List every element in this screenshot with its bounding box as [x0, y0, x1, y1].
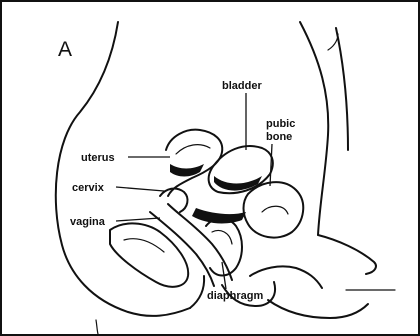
label-diaphragm: diaphragm — [207, 290, 263, 302]
label-pubic-bone-line2: bone — [266, 131, 292, 143]
label-vagina: vagina — [70, 216, 106, 228]
label-cervix: cervix — [72, 182, 105, 194]
panel-letter: A — [58, 38, 72, 61]
label-uterus: uterus — [81, 152, 115, 164]
label-bladder: bladder — [222, 80, 262, 92]
label-pubic-bone-line1: pubic — [266, 118, 295, 130]
